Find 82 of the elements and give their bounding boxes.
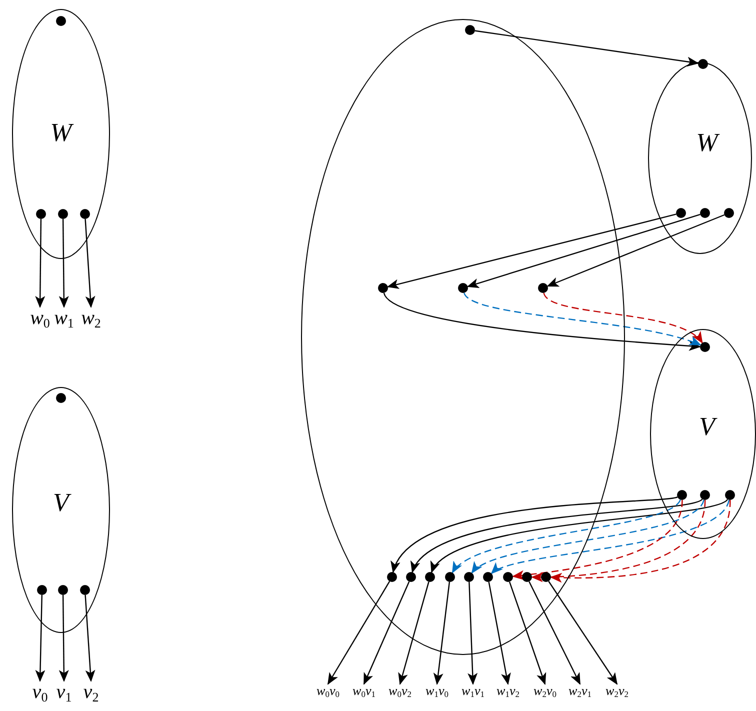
dot <box>80 209 90 219</box>
variable-label: w$_{0}$v$_{1}$ <box>345 684 383 700</box>
ellipse-shape <box>12 387 110 633</box>
dot <box>503 572 513 582</box>
dot <box>445 572 455 582</box>
variable-label: w$_{0}$ <box>28 307 52 331</box>
arrow <box>433 582 450 685</box>
dot <box>458 283 468 293</box>
variable-label: w$_{2}$ <box>79 307 103 331</box>
arrow <box>398 582 430 685</box>
variable-label: w$_{2}$v$_{1}$ <box>561 684 599 700</box>
dot <box>522 572 532 582</box>
arrow <box>464 292 702 346</box>
variable-label: v$_{0}$ <box>28 681 52 705</box>
arrow <box>386 214 676 289</box>
arrow <box>550 500 731 583</box>
ellipse-shape <box>650 329 756 539</box>
arrow <box>327 581 390 685</box>
arrow <box>528 581 581 685</box>
arrow <box>488 582 511 685</box>
dot <box>541 572 551 582</box>
ellipse-label: V <box>53 490 69 516</box>
dot <box>483 572 493 582</box>
dot <box>724 208 734 218</box>
dot <box>56 16 66 26</box>
ellipse-label: W <box>696 130 718 156</box>
dot <box>700 342 710 352</box>
variable-label: w$_{1}$ <box>52 307 76 331</box>
arrow <box>363 581 410 685</box>
dot <box>56 393 66 403</box>
arrow <box>452 499 681 574</box>
arrow <box>543 292 703 344</box>
dot <box>465 25 475 35</box>
dot <box>676 208 686 218</box>
dot <box>406 572 416 582</box>
dot <box>538 283 548 293</box>
dot <box>464 572 474 582</box>
ellipse-label: V <box>699 414 715 440</box>
arrow <box>35 594 46 682</box>
arrow <box>468 582 478 685</box>
variable-label: w$_{2}$v$_{2}$ <box>598 684 636 700</box>
variable-label: w$_{1}$v$_{0}$ <box>418 684 456 700</box>
arrow <box>84 218 96 308</box>
ellipse-shape <box>301 19 625 655</box>
arrow <box>392 496 678 573</box>
arrow <box>490 500 730 574</box>
arrow <box>58 219 69 308</box>
dot <box>700 490 710 500</box>
arrow <box>466 214 700 288</box>
dot <box>725 490 735 500</box>
arrow <box>84 594 96 682</box>
dot <box>37 585 47 595</box>
variable-label: v$_{2}$ <box>79 681 103 705</box>
dot <box>58 585 68 595</box>
arrow <box>548 580 618 685</box>
dot <box>700 208 710 218</box>
variable-label: w$_{1}$v$_{1}$ <box>454 684 492 700</box>
ellipse-shape <box>12 9 110 259</box>
arrow <box>471 500 704 574</box>
ellipse-shape <box>648 62 752 254</box>
variable-label: v$_{1}$ <box>52 681 76 705</box>
variable-label: w$_{0}$v$_{0}$ <box>309 684 347 700</box>
arrow <box>474 30 700 67</box>
dot <box>698 59 708 69</box>
variable-label: w$_{0}$v$_{2}$ <box>381 684 419 700</box>
variable-label: w$_{1}$v$_{2}$ <box>489 684 527 700</box>
dot <box>378 283 388 293</box>
arrow <box>58 595 69 682</box>
arrow <box>35 219 46 308</box>
dot <box>425 572 435 582</box>
dot <box>36 209 46 219</box>
variable-label: w$_{2}$v$_{0}$ <box>526 684 564 700</box>
dot <box>58 209 68 219</box>
dot <box>80 585 90 595</box>
dot <box>677 490 687 500</box>
arrow <box>512 500 683 580</box>
arrow <box>546 214 725 287</box>
dot <box>387 572 397 582</box>
arrow <box>531 500 706 582</box>
arrow <box>383 292 701 351</box>
ellipse-label: W <box>50 120 72 146</box>
arrow <box>508 582 546 685</box>
